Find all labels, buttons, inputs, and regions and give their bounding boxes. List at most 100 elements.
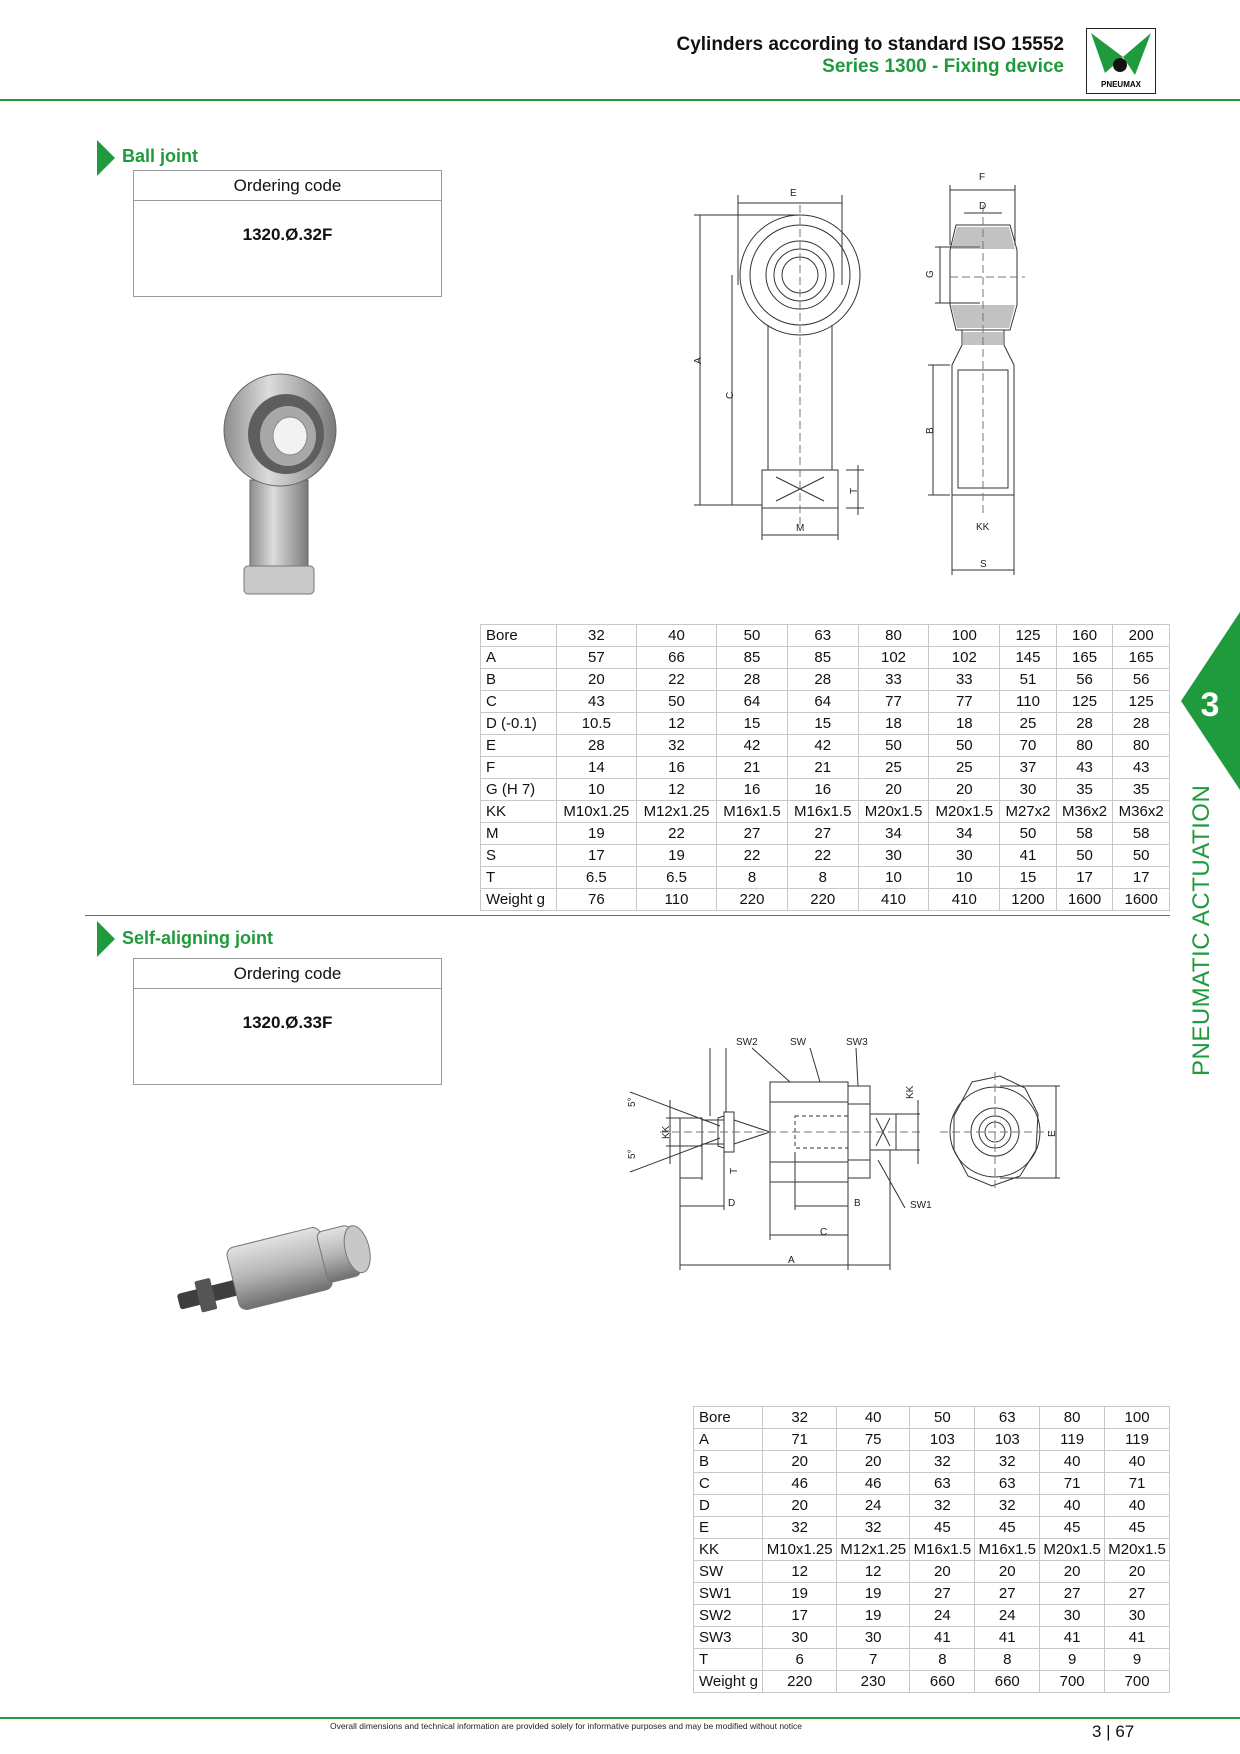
row-header-cell: KK <box>692 1538 764 1561</box>
table-cell: 20 <box>928 778 1001 801</box>
table-cell: 125 <box>1055 690 1114 713</box>
table-cell: 100 <box>1104 1406 1170 1429</box>
table-cell: 7 <box>835 1648 911 1671</box>
table-cell: M10x1.25 <box>762 1538 837 1561</box>
table-cell: 6 <box>762 1648 837 1671</box>
table-cell: 17 <box>1055 866 1114 889</box>
row-header-cell: M <box>480 822 557 845</box>
dim-label-g: G <box>925 270 936 278</box>
table-cell: 20 <box>762 1450 837 1473</box>
table-cell: M36x2 <box>1112 800 1170 823</box>
table-cell: 22 <box>635 822 718 845</box>
self-aligning-joint-photo <box>177 1225 371 1313</box>
table-cell: 25 <box>999 712 1057 735</box>
table-cell: 220 <box>716 888 788 911</box>
table-cell: 24 <box>974 1604 1041 1627</box>
table-cell: 25 <box>928 756 1001 779</box>
table-cell: 32 <box>762 1406 837 1429</box>
ordering-code-value: 1320.Ø.33F <box>242 1013 333 1032</box>
ordering-code-value: 1320.Ø.32F <box>242 225 333 244</box>
table-cell: 71 <box>1104 1472 1170 1495</box>
table-cell: 19 <box>835 1604 911 1627</box>
table-cell: 77 <box>928 690 1001 713</box>
table-cell: 63 <box>974 1472 1041 1495</box>
table-cell: M16x1.5 <box>716 800 788 823</box>
table-cell: 165 <box>1055 646 1114 669</box>
table-cell: 41 <box>974 1626 1041 1649</box>
row-header-cell: S <box>480 844 557 867</box>
header-divider <box>0 99 1240 101</box>
table-cell: 110 <box>999 690 1057 713</box>
dim-label-sw2: SW2 <box>736 1037 758 1048</box>
row-header-cell: E <box>480 734 557 757</box>
table-cell: 19 <box>835 1582 911 1605</box>
table-cell: 10 <box>857 866 930 889</box>
table-cell: 24 <box>909 1604 976 1627</box>
row-header-cell: Bore <box>692 1406 764 1429</box>
table-cell: 58 <box>1112 822 1170 845</box>
row-header-cell: D <box>692 1494 764 1517</box>
table-cell: M20x1.5 <box>928 800 1001 823</box>
table-cell: 200 <box>1112 624 1170 647</box>
table-cell: 165 <box>1112 646 1170 669</box>
table-cell: 410 <box>928 888 1001 911</box>
dim-label-kk: KK <box>976 522 990 533</box>
table-cell: 77 <box>857 690 930 713</box>
table-cell: 80 <box>1112 734 1170 757</box>
row-header-cell: SW3 <box>692 1626 764 1649</box>
chapter-number: 3 <box>1200 686 1220 724</box>
dim-label-b: B <box>854 1198 861 1209</box>
section-arrow-icon <box>97 921 115 957</box>
table-cell: 21 <box>716 756 788 779</box>
table-cell: 30 <box>928 844 1001 867</box>
dim-label-b: B <box>925 427 936 434</box>
table-cell: 660 <box>974 1670 1041 1693</box>
row-header-cell: G (H 7) <box>480 778 557 801</box>
table-cell: M16x1.5 <box>974 1538 1041 1561</box>
table-cell: 102 <box>857 646 930 669</box>
row-header-cell: T <box>692 1648 764 1671</box>
table-cell: 22 <box>786 844 859 867</box>
row-header-cell: B <box>692 1450 764 1473</box>
table-cell: 27 <box>1039 1582 1106 1605</box>
table-cell: 21 <box>786 756 859 779</box>
table-cell: 19 <box>555 822 637 845</box>
table-cell: 100 <box>928 624 1001 647</box>
table-cell: 43 <box>555 690 637 713</box>
table-cell: 19 <box>762 1582 837 1605</box>
table-cell: 40 <box>835 1406 911 1429</box>
table-cell: 30 <box>1104 1604 1170 1627</box>
table-cell: M10x1.25 <box>555 800 637 823</box>
table-cell: 12 <box>635 778 718 801</box>
section-title-self-aligning-joint: Self-aligning joint <box>122 928 273 948</box>
row-header-cell: B <box>480 668 557 691</box>
table-cell: 46 <box>762 1472 837 1495</box>
dim-label-sw1: SW1 <box>910 1200 932 1211</box>
row-header-cell: C <box>480 690 557 713</box>
table-cell: 80 <box>857 624 930 647</box>
table-cell: 102 <box>928 646 1001 669</box>
table-cell: 40 <box>635 624 718 647</box>
table-cell: 28 <box>786 668 859 691</box>
table-cell: 34 <box>928 822 1001 845</box>
table-cell: 64 <box>716 690 788 713</box>
table-cell: 32 <box>909 1494 976 1517</box>
chapter-tab <box>1181 612 1240 790</box>
row-header-cell: A <box>480 646 557 669</box>
table-cell: 15 <box>716 712 788 735</box>
table-cell: 22 <box>716 844 788 867</box>
table-cell: 71 <box>762 1428 837 1451</box>
table-cell: 46 <box>835 1472 911 1495</box>
table-cell: 50 <box>1055 844 1114 867</box>
